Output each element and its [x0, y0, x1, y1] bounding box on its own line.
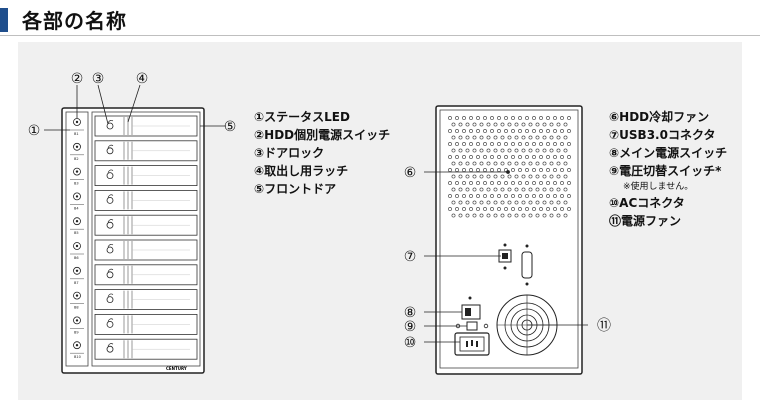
header-divider — [0, 35, 760, 36]
drive-bay: B3 — [70, 165, 198, 187]
drive-bay: B6 — [70, 239, 198, 261]
door-lock — [106, 296, 114, 304]
callout-label: ① — [28, 123, 41, 139]
page-title: 各部の名称 — [22, 9, 127, 33]
legend-item: ④取出し用ラッチ — [254, 164, 349, 178]
screw — [503, 266, 507, 270]
rear-enclosure — [435, 105, 583, 375]
drive-bay: B5 — [70, 214, 198, 236]
screw — [483, 323, 489, 329]
switch-rocker — [465, 308, 471, 316]
callout-label: ⑤ — [224, 119, 237, 135]
bay-label: B6 — [74, 256, 79, 260]
ac-pin — [471, 340, 473, 346]
brand-logo: CENTURY — [166, 366, 187, 371]
legend-note: ※使用しません。 — [623, 182, 694, 192]
drive-bay: B9 — [70, 313, 198, 335]
usb-port — [502, 253, 508, 259]
door-lock — [106, 172, 114, 180]
bay-label: B2 — [74, 157, 79, 161]
legend-item: ②HDD個別電源スイッチ — [254, 128, 391, 142]
callout-label: ⑧ — [404, 305, 417, 321]
expansion-port — [521, 251, 533, 279]
legend-item: ⑧メイン電源スイッチ — [609, 146, 728, 160]
legend-item: ⑨電圧切替スイッチ* — [609, 164, 722, 178]
legend-item: ③ドアロック — [254, 146, 325, 160]
screw — [468, 296, 472, 300]
callout-label: ⑪ — [597, 318, 611, 334]
header-accent-bar — [0, 8, 8, 32]
screw — [503, 243, 507, 247]
callout-label: ⑥ — [404, 165, 417, 181]
bay-label: B4 — [74, 206, 79, 210]
callout-label: ⑨ — [404, 319, 417, 335]
drive-bay: B4 — [70, 189, 198, 211]
front-legend: ①ステータスLED ②HDD個別電源スイッチ ③ドアロック ④取出し用ラッチ ⑤… — [254, 108, 390, 198]
door-lock — [106, 320, 114, 328]
legend-item: ⑪電源ファン — [609, 214, 682, 228]
door-lock — [106, 246, 114, 254]
hdd-cooling-fan-vent — [448, 116, 571, 218]
ac-pin — [466, 341, 468, 347]
drive-bay: B1 — [70, 115, 198, 137]
legend-item: ①ステータスLED — [254, 110, 350, 124]
screw — [525, 282, 529, 286]
door-lock — [106, 122, 114, 130]
callout-label: ③ — [92, 71, 105, 87]
door-lock — [106, 221, 114, 229]
callout-label: ④ — [136, 71, 149, 87]
screw — [525, 244, 529, 248]
callout-label: ② — [71, 71, 84, 87]
door-lock — [106, 196, 114, 204]
drive-bay: B7 — [70, 264, 198, 286]
door-lock — [106, 147, 114, 155]
bay-label: B8 — [74, 306, 79, 310]
voltage-selector-switch — [466, 321, 478, 331]
rear-leader-lines — [424, 170, 588, 343]
legend-item: ⑩ACコネクタ — [609, 196, 685, 210]
bay-label: B1 — [74, 132, 79, 136]
drive-bay: B2 — [70, 140, 198, 162]
drive-bay: B8 — [70, 289, 198, 311]
bay-label: B9 — [74, 330, 79, 334]
bay-label: B3 — [74, 182, 79, 186]
door-lock — [106, 345, 114, 353]
callout-label: ⑩ — [404, 335, 417, 351]
front-leader-lines — [44, 84, 226, 131]
bay-label: B5 — [74, 231, 79, 235]
drive-bay: B10 — [70, 338, 198, 360]
legend-item: ⑥HDD冷却ファン — [609, 110, 710, 124]
section-header: 各部の名称 — [0, 0, 760, 40]
legend-item: ⑤フロントドア — [254, 182, 337, 196]
bay-label: B10 — [74, 355, 81, 359]
ac-pin — [476, 341, 478, 347]
callout-label: ⑦ — [404, 249, 417, 265]
legend-item: ⑦USB3.0コネクタ — [609, 128, 716, 142]
door-lock — [106, 271, 114, 279]
rear-legend: ⑥HDD冷却ファン ⑦USB3.0コネクタ ⑧メイン電源スイッチ ⑨電圧切替スイ… — [609, 108, 727, 230]
bay-label: B7 — [74, 281, 79, 285]
